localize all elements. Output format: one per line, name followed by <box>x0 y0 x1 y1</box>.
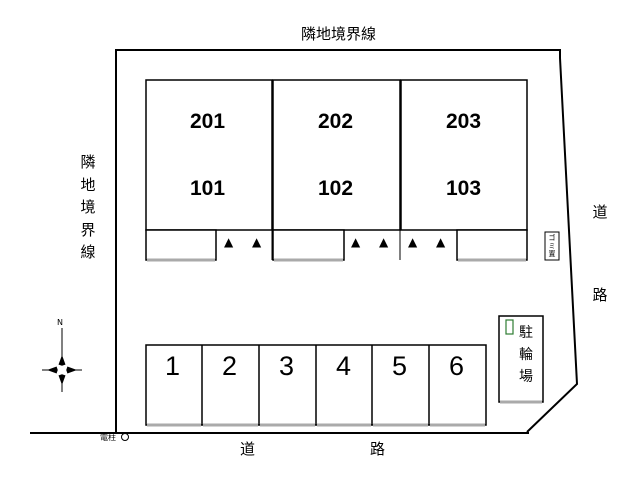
entrance-marker: ▲ <box>224 235 234 249</box>
parking-slot-number: 4 <box>336 351 352 381</box>
bicycle-parking-label: 駐輪場 <box>519 325 533 385</box>
unit-label-lower: 103 <box>446 177 482 200</box>
unit-label-upper: 203 <box>446 110 482 133</box>
unit-label-upper: 201 <box>190 110 226 133</box>
utility-pole-label: 電柱 <box>100 433 116 442</box>
garbage-label: ゴミ置 <box>548 234 556 258</box>
unit-label-lower: 102 <box>318 177 354 200</box>
bicycle-parking <box>498 315 544 404</box>
unit-block-3 <box>400 79 528 231</box>
parking-slot-number: 1 <box>165 351 181 381</box>
unit-block-2 <box>272 79 401 231</box>
right-road-label: 道路 <box>592 203 608 304</box>
entrance-marker: ▲ <box>379 235 389 249</box>
parking-slot-number: 6 <box>449 351 465 381</box>
parking-area <box>145 344 487 427</box>
utility-pole-marker <box>121 433 129 441</box>
north-arrow-icon <box>42 328 82 392</box>
entrance-marker: ▲ <box>408 235 418 249</box>
site-boundary <box>115 49 579 433</box>
porch-3 <box>456 229 528 262</box>
porch-1 <box>145 229 217 262</box>
unit-block-1 <box>145 79 273 231</box>
entrance-marker: ▲ <box>252 235 262 249</box>
garbage-station <box>544 231 560 261</box>
top-boundary-label: 隣地境界線 <box>301 25 377 43</box>
entrance-marker: ▲ <box>436 235 446 249</box>
parking-slot-number: 5 <box>392 351 408 381</box>
north-label: N <box>57 318 63 327</box>
porch-2 <box>272 229 345 262</box>
entrance-marker: ▲ <box>351 235 361 249</box>
unit-label-lower: 101 <box>190 177 226 200</box>
bottom-road-label-1: 道 <box>240 440 256 458</box>
parking-slot-number: 2 <box>222 351 238 381</box>
parking-slot-number: 3 <box>279 351 295 381</box>
unit-label-upper: 202 <box>318 110 354 133</box>
bottom-road-label-2: 路 <box>370 440 386 458</box>
left-boundary-label: 隣地境界線 <box>80 153 96 261</box>
